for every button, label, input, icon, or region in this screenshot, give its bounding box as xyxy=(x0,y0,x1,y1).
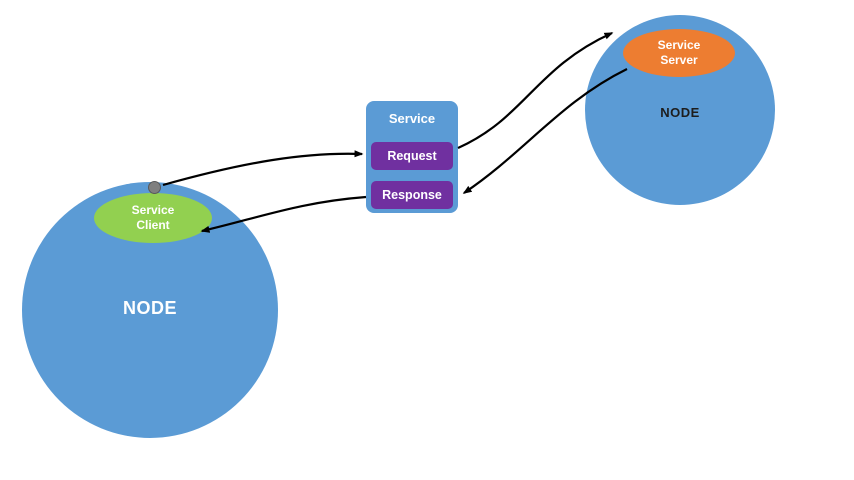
right-node-label: NODE xyxy=(660,105,700,120)
service-server-label: Service Server xyxy=(657,38,701,67)
service-server-ellipse: Service Server xyxy=(623,29,735,77)
service-client-label: Service Client xyxy=(131,203,175,232)
arrow-client-to-request xyxy=(162,150,364,187)
connection-dot xyxy=(148,181,161,194)
service-client-ellipse: Service Client xyxy=(94,193,212,243)
left-node-label: NODE xyxy=(122,298,177,318)
response-label: Response xyxy=(382,188,442,202)
request-box: Request xyxy=(371,142,453,170)
service-box-title: Service xyxy=(388,111,436,126)
request-label: Request xyxy=(387,149,437,163)
response-box: Response xyxy=(371,181,453,209)
service-box: Service Request Response xyxy=(366,101,458,213)
